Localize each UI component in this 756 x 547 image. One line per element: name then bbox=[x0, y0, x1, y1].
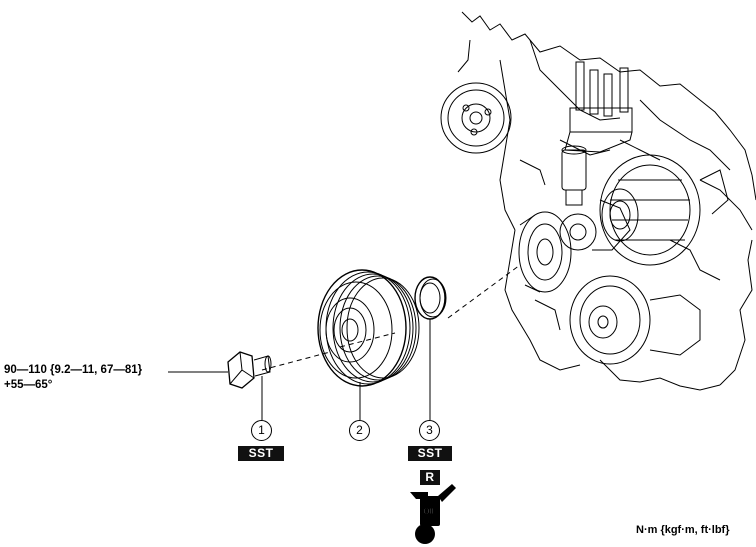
engine-block bbox=[457, 11, 756, 391]
lower-pulley bbox=[569, 275, 701, 365]
sst-badge-3: SST bbox=[408, 446, 452, 461]
callout-2: 2 bbox=[349, 420, 370, 441]
sst-badge-1: SST bbox=[238, 446, 284, 461]
crankshaft-pulley bbox=[317, 269, 420, 387]
replace-badge: R bbox=[420, 470, 440, 485]
crankshaft-hub bbox=[518, 211, 572, 293]
alternator bbox=[599, 154, 729, 266]
callout-3: 3 bbox=[419, 420, 440, 441]
tensioner bbox=[559, 199, 631, 251]
oil-can-icon bbox=[410, 484, 456, 544]
torque-value: 90—110 {9.2—11, 67—81} bbox=[4, 364, 143, 376]
units-note: N·m {kgf·m, ft·lbf} bbox=[636, 524, 730, 536]
sensor bbox=[561, 145, 587, 206]
callout-1: 1 bbox=[251, 420, 272, 441]
front-oil-seal bbox=[414, 276, 447, 320]
torque-angle: +55—65° bbox=[4, 379, 53, 391]
oil-can-label: OIL bbox=[423, 507, 436, 516]
connector-pins bbox=[564, 61, 633, 153]
lock-bolt bbox=[227, 351, 272, 389]
idler-pulley-upper bbox=[440, 82, 512, 154]
